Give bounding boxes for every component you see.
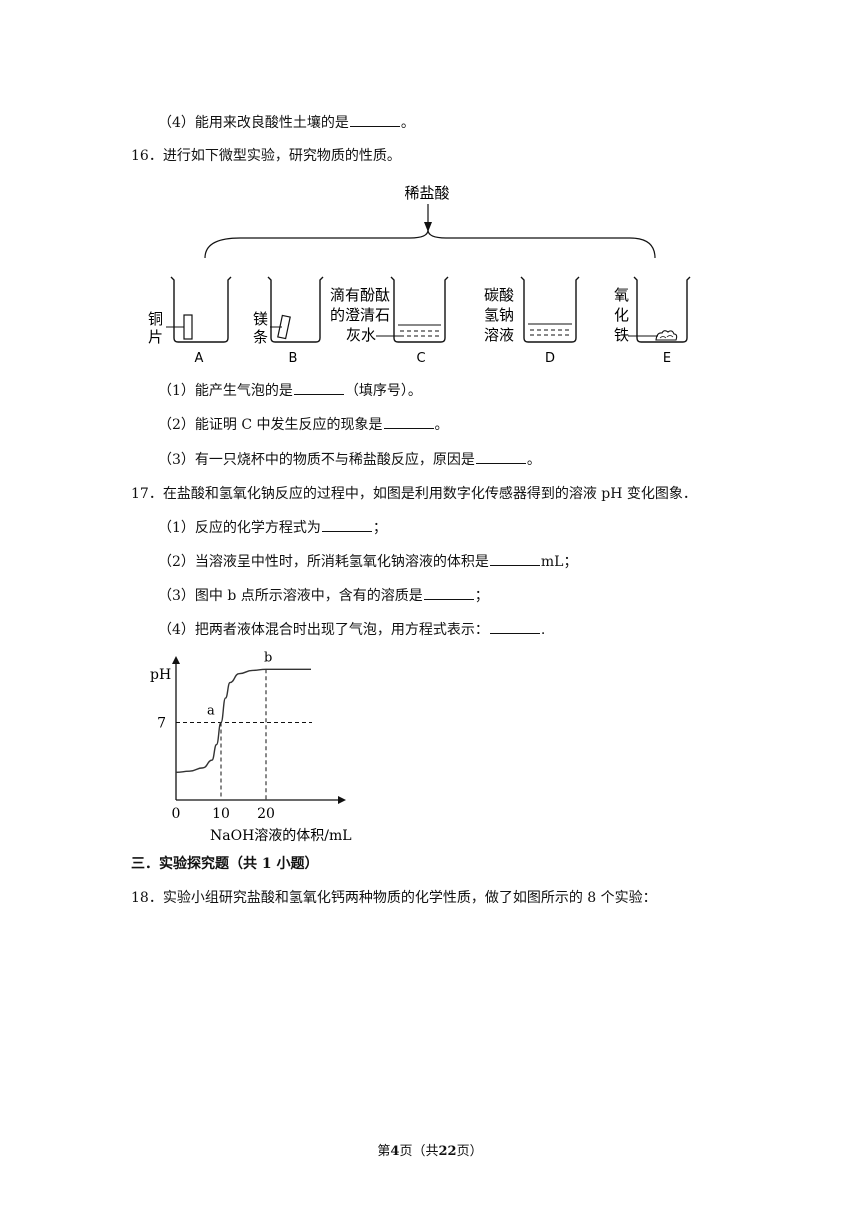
q17-stem: 17．在盐酸和氢氧化钠反应的过程中，如图是利用数字化传感器得到的溶液 pH 变化… — [131, 486, 697, 502]
point-label-a: a — [207, 703, 215, 718]
beaker-e-letter: E — [663, 351, 671, 366]
arrow-head — [424, 222, 432, 232]
beaker-b-label-1: 镁 — [253, 310, 268, 328]
beaker-d: 碳酸 氢钠 溶液 D — [484, 276, 580, 366]
beaker-d-label-2: 氢钠 — [484, 306, 514, 324]
beaker-b: 镁 条 B — [253, 276, 324, 366]
answer-blank — [383, 414, 434, 429]
beaker-e-label-1: 氧 — [614, 286, 629, 304]
beaker-e-label-2: 化 — [614, 306, 629, 324]
q16-item-1: （1）能产生气泡的是（填序号）。 — [158, 380, 422, 401]
beaker-a: 铜 片 A — [148, 276, 232, 366]
y-tick-7: 7 — [157, 715, 166, 731]
copper-strip — [183, 314, 193, 340]
beaker-e: 氧 化 铁 E — [614, 276, 691, 366]
answer-blank — [293, 380, 344, 395]
ph-curve — [175, 668, 311, 774]
answer-blank — [489, 551, 540, 566]
q16-stem: 16．进行如下微型实验，研究物质的性质。 — [131, 148, 401, 164]
beaker-d-letter: D — [545, 351, 555, 366]
q18-stem: 18．实验小组研究盐酸和氢氧化钙两种物质的化学性质，做了如图所示的 8 个实验： — [131, 890, 657, 906]
reagent-label: 稀盐酸 — [404, 184, 449, 202]
x-tick-10: 10 — [212, 806, 230, 822]
distribution-brace — [204, 229, 656, 259]
q17-item-3: （3）图中 b 点所示溶液中，含有的溶质是； — [158, 585, 489, 606]
beaker-c-letter: C — [416, 351, 425, 366]
answer-blank — [489, 619, 540, 634]
ph-chart: pH NaOH溶液的体积/mL 0 10 20 7 a b — [150, 650, 352, 844]
y-axis-arrow — [172, 656, 180, 664]
section-3-title: 三．实验探究题（共 1 小题） — [131, 856, 319, 872]
beaker-c-label-2: 的澄清石 — [330, 306, 390, 324]
answer-blank — [321, 517, 372, 532]
beaker-a-letter: A — [195, 351, 204, 366]
magnesium-ribbon — [277, 314, 291, 340]
q15-item-4: （4）能用来改良酸性土壤的是。 — [158, 112, 415, 133]
point-label-b: b — [264, 650, 272, 665]
x-axis-arrow — [338, 796, 346, 804]
answer-blank — [423, 585, 474, 600]
q16-item-2: （2）能证明 C 中发生反应的现象是。 — [158, 414, 449, 435]
q17-item-4: （4）把两者液体混合时出现了气泡，用方程式表示：. — [158, 619, 545, 640]
beaker-a-label-2: 片 — [148, 328, 163, 346]
beaker-c-label-1: 滴有酚酞 — [330, 286, 390, 304]
beaker-e-label-3: 铁 — [614, 326, 629, 344]
beaker-c-label-3: 灰水 — [346, 326, 376, 344]
beaker-a-label-1: 铜 — [148, 310, 163, 328]
page-total: 22 — [438, 1144, 457, 1159]
q16-item-3: （3）有一只烧杯中的物质不与稀盐酸反应，原因是。 — [158, 449, 541, 470]
beaker-c: 滴有酚酞 的澄清石 灰水 C — [330, 276, 449, 366]
beaker-d-label-1: 碳酸 — [484, 286, 514, 304]
x-axis-label: NaOH溶液的体积/mL — [210, 828, 352, 844]
beaker-b-letter: B — [289, 351, 298, 366]
beaker-d-label-3: 溶液 — [484, 326, 514, 344]
q16-beaker-figure: 稀盐酸 铜 片 A 镁 条 B 滴有酚酞 的澄清石 灰水 C 碳 — [148, 184, 691, 366]
iron-oxide-powder — [655, 330, 678, 341]
answer-blank — [349, 112, 400, 127]
page-number: 4 — [390, 1144, 400, 1159]
answer-blank — [475, 449, 526, 464]
beaker-b-label-2: 条 — [253, 328, 268, 346]
q17-item-1: （1）反应的化学方程式为； — [158, 517, 387, 538]
x-tick-0: 0 — [172, 806, 181, 822]
x-tick-20: 20 — [257, 806, 275, 822]
y-axis-label: pH — [150, 667, 171, 683]
page-footer: 第4页（共22页） — [377, 1144, 483, 1159]
